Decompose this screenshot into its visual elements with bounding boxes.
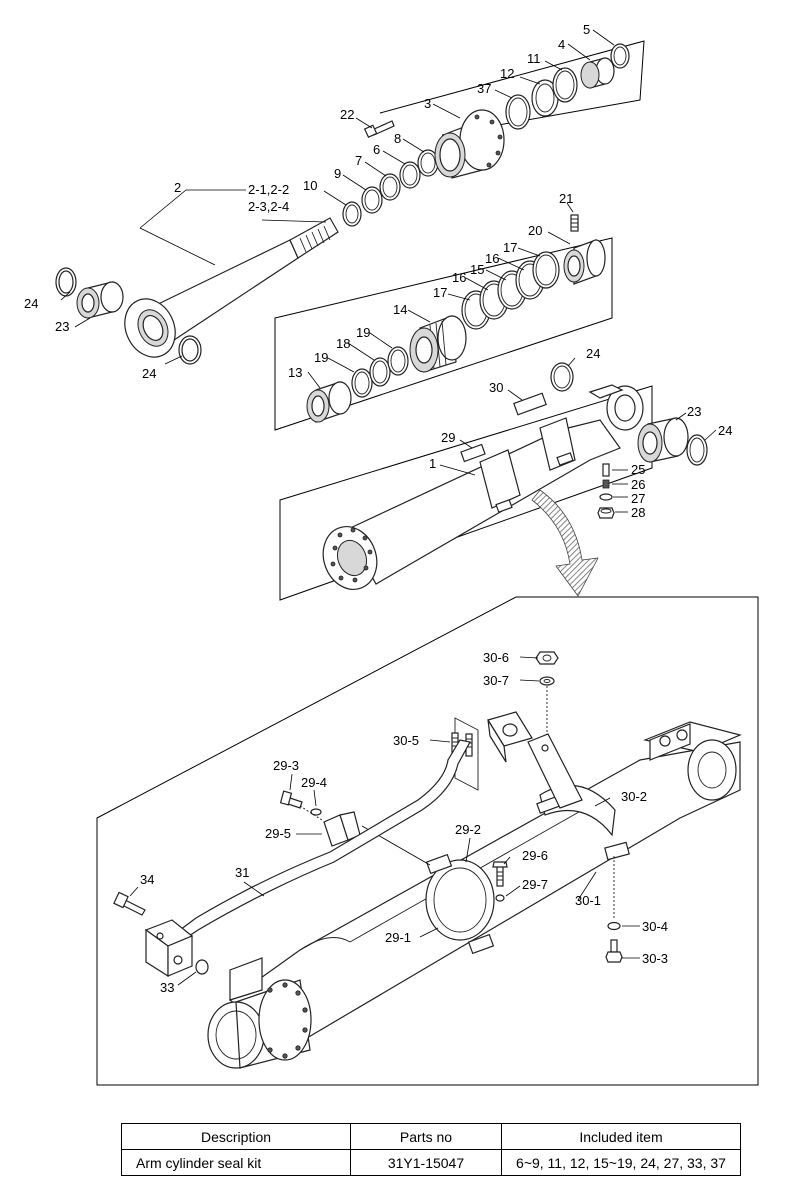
label-25: 25 <box>631 462 645 477</box>
table-row: Arm cylinder seal kit 31Y1-15047 6~9, 11… <box>121 1149 741 1176</box>
ring-24-upper <box>550 362 574 392</box>
label-16-bottom: 16 <box>452 270 466 285</box>
label-19-bottom: 19 <box>314 350 328 365</box>
label-27: 27 <box>631 491 645 506</box>
diagram-frames <box>96 40 759 1086</box>
header-included-item: Included item <box>501 1123 741 1150</box>
label-4: 4 <box>558 37 565 52</box>
label-30-1: 30-1 <box>575 893 601 908</box>
label-1: 1 <box>429 456 436 471</box>
label-20: 20 <box>528 223 542 238</box>
label-6: 6 <box>373 142 380 157</box>
label-2-3-2-4: 2-3,2-4 <box>248 199 289 214</box>
label-30-4: 30-4 <box>642 919 668 934</box>
label-22: 22 <box>340 107 354 122</box>
clamp-29-detail <box>279 790 508 955</box>
label-24-upper: 24 <box>586 346 600 361</box>
label-31: 31 <box>235 865 249 880</box>
grease-fitting <box>597 463 615 519</box>
label-19-top: 19 <box>356 325 370 340</box>
label-33: 33 <box>160 980 174 995</box>
label-9: 9 <box>334 166 341 181</box>
label-17-bottom: 17 <box>433 285 447 300</box>
label-29-4: 29-4 <box>301 775 327 790</box>
label-2: 2 <box>174 180 181 195</box>
label-37: 37 <box>477 81 491 96</box>
cell-description: Arm cylinder seal kit <box>121 1149 351 1176</box>
label-29-2: 29-2 <box>455 822 481 837</box>
label-8: 8 <box>394 131 401 146</box>
cylinder-head <box>434 109 505 179</box>
header-description: Description <box>121 1123 351 1150</box>
label-23-right: 23 <box>687 404 701 419</box>
header-parts-no: Parts no <box>350 1123 502 1150</box>
label-29-7: 29-7 <box>522 877 548 892</box>
label-14: 14 <box>393 302 407 317</box>
label-29-3: 29-3 <box>273 758 299 773</box>
cell-parts-no: 31Y1-15047 <box>350 1149 502 1176</box>
label-30-3: 30-3 <box>642 951 668 966</box>
table-header-row: Description Parts no Included item <box>121 1123 741 1150</box>
label-24-left: 24 <box>24 296 38 311</box>
label-18: 18 <box>336 336 350 351</box>
cell-included-item: 6~9, 11, 12, 15~19, 24, 27, 33, 37 <box>501 1149 741 1176</box>
label-29-6: 29-6 <box>522 848 548 863</box>
label-24-right: 24 <box>718 423 732 438</box>
label-10: 10 <box>303 178 317 193</box>
label-30: 30 <box>489 380 503 395</box>
label-7: 7 <box>355 153 362 168</box>
exploded-parts-diagram: 2 2-1,2-2 2-3,2-4 24 23 24 10 9 7 6 8 22… <box>24 22 759 1086</box>
cylinder-tube <box>322 384 644 590</box>
bushing-left <box>76 281 124 319</box>
label-29-5: 29-5 <box>265 826 291 841</box>
ring-24-lower-left <box>178 335 202 365</box>
part-labels: 2 2-1,2-2 2-3,2-4 24 23 24 10 9 7 6 8 22… <box>24 22 732 995</box>
label-5: 5 <box>583 22 590 37</box>
label-11: 11 <box>527 51 541 66</box>
piston-parts <box>306 214 606 423</box>
label-15: 15 <box>470 262 484 277</box>
ring-24-left <box>55 267 77 297</box>
label-30-5: 30-5 <box>393 733 419 748</box>
piston-rod <box>124 217 339 358</box>
pipe-31 <box>113 739 471 978</box>
label-3: 3 <box>424 96 431 111</box>
label-34: 34 <box>140 872 154 887</box>
bushing-right <box>637 417 708 466</box>
label-2-1-2-2: 2-1,2-2 <box>248 182 289 197</box>
label-23-left: 23 <box>55 319 69 334</box>
label-21: 21 <box>559 191 573 206</box>
label-26: 26 <box>631 477 645 492</box>
seal-kit-table: Description Parts no Included item Arm c… <box>121 1123 741 1176</box>
label-29-1: 29-1 <box>385 930 411 945</box>
rod-seal-rings <box>342 149 439 227</box>
bolt-22 <box>363 120 395 139</box>
label-28: 28 <box>631 505 645 520</box>
label-30-6: 30-6 <box>483 650 509 665</box>
label-12: 12 <box>500 66 514 81</box>
label-30-7: 30-7 <box>483 673 509 688</box>
detail-arrow <box>531 489 599 597</box>
label-13: 13 <box>288 365 302 380</box>
label-17-top: 17 <box>503 240 517 255</box>
head-seal-rings <box>505 43 630 130</box>
label-30-2: 30-2 <box>621 789 647 804</box>
label-24-lower: 24 <box>142 366 156 381</box>
label-29: 29 <box>441 430 455 445</box>
label-16-top: 16 <box>485 251 499 266</box>
leader-lines <box>60 29 717 986</box>
